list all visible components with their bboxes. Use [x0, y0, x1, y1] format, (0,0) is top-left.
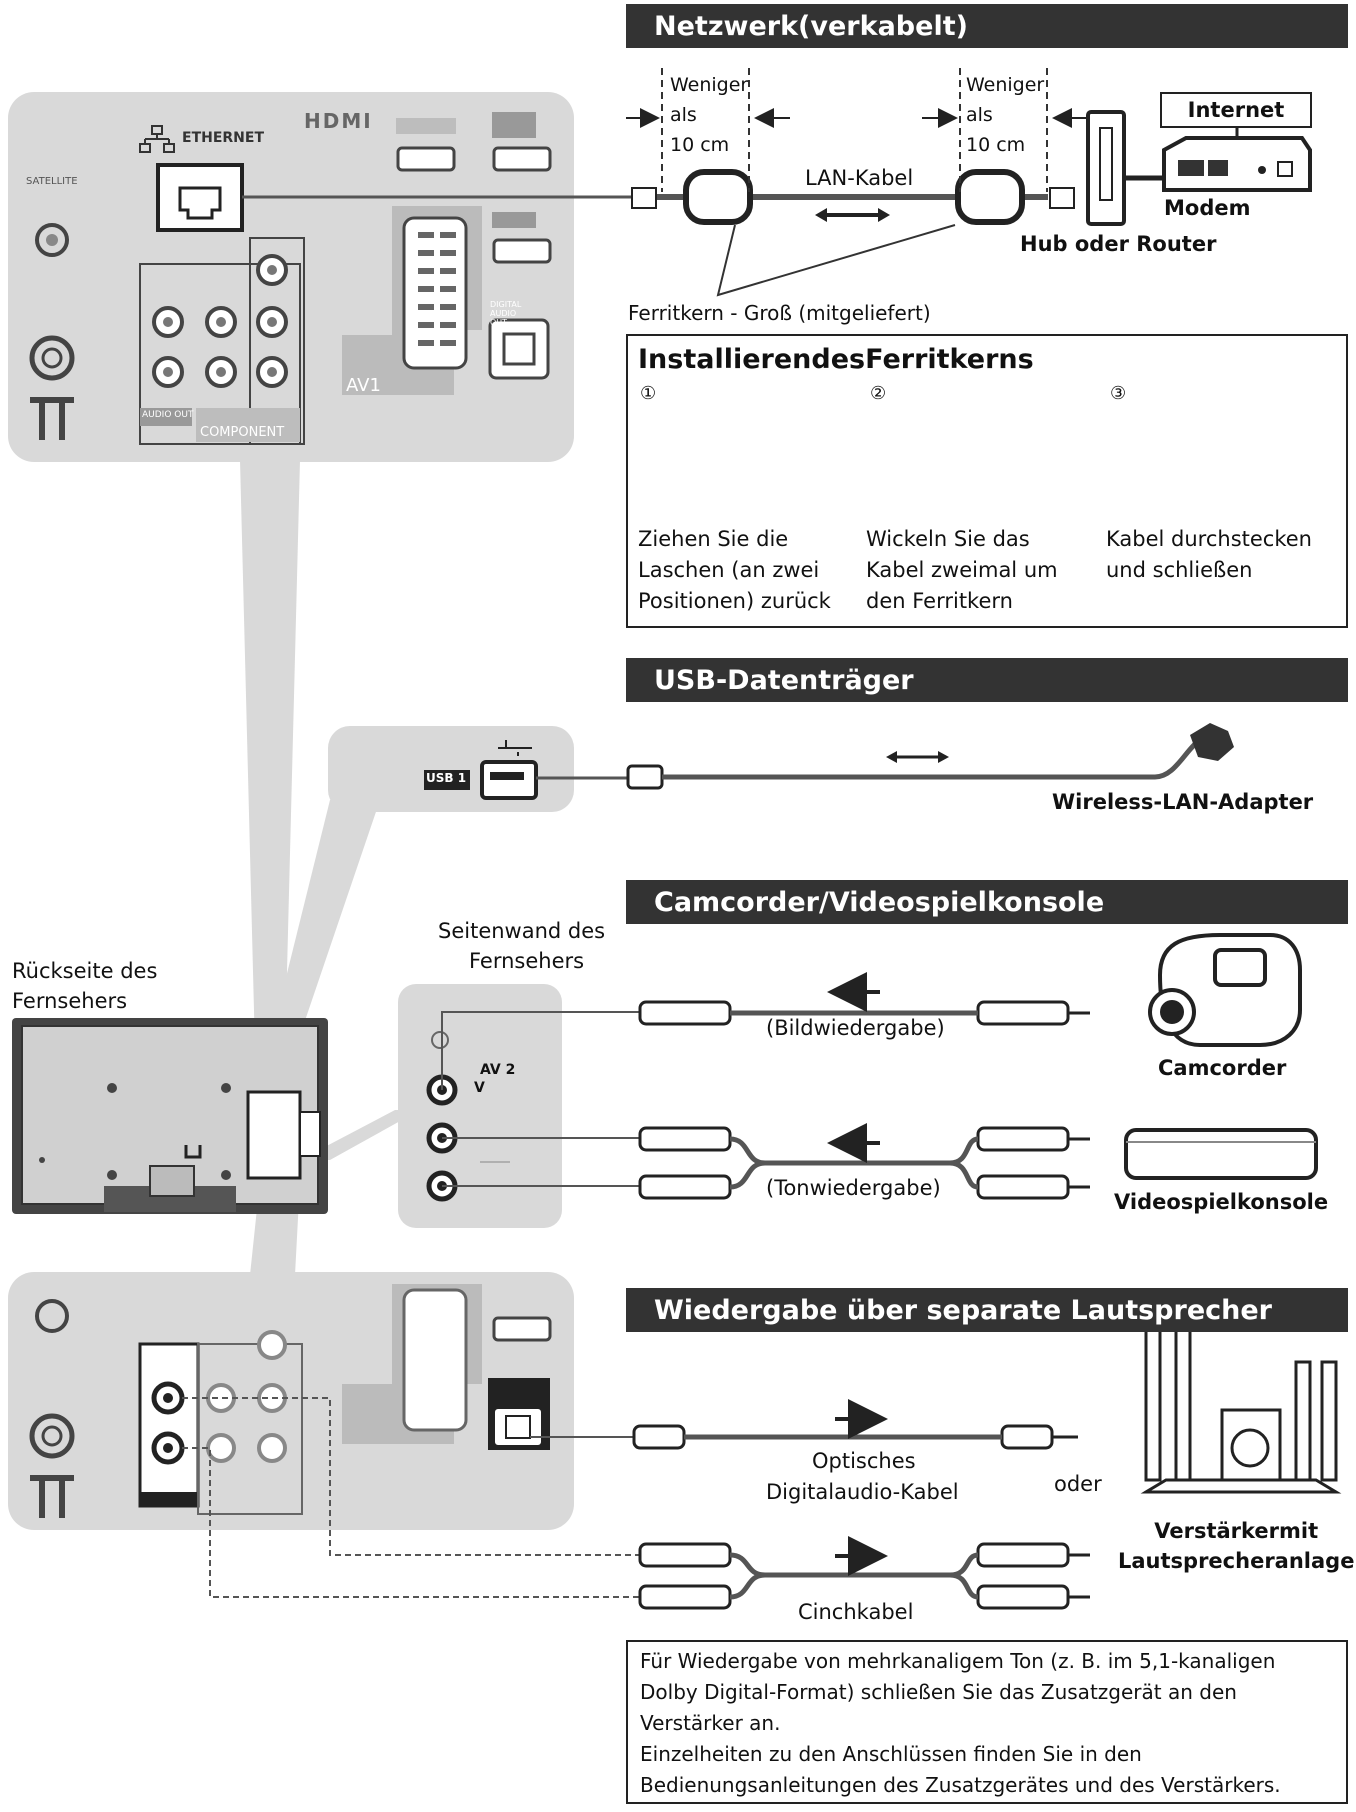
satellite-label: SATELLITE — [26, 176, 78, 187]
multichannel-note: Für Wiedergabe von mehrkanaligem Ton (z.… — [626, 1640, 1348, 1804]
digital-audio-out-label: DIGITAL AUDIO OUT — [490, 300, 522, 328]
ferrite-label: Ferritkern - Groß (mitgeliefert) — [628, 301, 931, 325]
section-header-network: Netzwerk(verkabelt) — [626, 4, 1348, 48]
camcorder-label: Camcorder — [1158, 1056, 1287, 1080]
av1-label: AV1 — [346, 375, 381, 396]
game-console-icon — [1124, 1128, 1318, 1180]
usb-icon — [498, 740, 532, 756]
wireless-adapter-label: Wireless-LAN-Adapter — [1052, 790, 1314, 814]
ferrite-core-left — [683, 169, 753, 225]
modem-icon — [1162, 136, 1312, 192]
modem-label: Modem — [1164, 196, 1251, 220]
section-header-usb: USB-Datenträger — [626, 658, 1348, 702]
camcorder-icon — [1148, 933, 1302, 1047]
audio-playback-label: (Tonwiedergabe) — [766, 1176, 941, 1200]
av2-label: AV 2 — [480, 1062, 516, 1078]
usb-port-label: USB 1 — [426, 771, 467, 785]
tv-side-panel — [398, 984, 562, 1228]
tv-panel-top — [8, 92, 574, 462]
router-icon — [1086, 110, 1126, 226]
step-3-number: ③ — [1110, 383, 1127, 404]
hdmi-label: HDMI — [304, 109, 373, 133]
ethernet-port-icon — [156, 163, 244, 232]
video-playback-label: (Bildwiedergabe) — [766, 1016, 945, 1040]
step-2-number: ② — [870, 383, 887, 404]
wireless-adapter-icon — [1190, 723, 1234, 761]
console-label: Videospielkonsole — [1114, 1190, 1329, 1214]
ferrite-core-right — [955, 169, 1025, 225]
zoom-beam-top — [240, 460, 300, 1050]
section-header-camcorder: Camcorder/Videospielkonsole — [626, 880, 1348, 924]
zoom-beam-usb — [268, 800, 380, 1050]
zoom-beam-side — [300, 1110, 420, 1160]
audio-out-label: AUDIO OUT — [142, 410, 194, 420]
step-1-number: ① — [640, 383, 657, 404]
cinch-cable-label: Cinchkabel — [798, 1600, 914, 1624]
network-icon — [139, 125, 175, 153]
router-label: Hub oder Router — [1020, 232, 1217, 256]
ethernet-label: ETHERNET — [182, 130, 265, 146]
or-label: oder — [1054, 1472, 1102, 1496]
lan-cable-label: LAN-Kabel — [805, 166, 914, 190]
ferrite-title: InstallierendesFerritkerns — [638, 344, 1034, 375]
section-header-speakers: Wiedergabe über separate Lautsprecher — [626, 1288, 1348, 1332]
speaker-system-icon — [1140, 1320, 1342, 1494]
internet-box: Internet — [1160, 92, 1312, 128]
v-label: V — [474, 1080, 485, 1096]
antenna-icon — [30, 397, 74, 440]
rca-plugs-camcorder — [638, 1000, 1070, 1200]
component-label: COMPONENT — [200, 425, 285, 440]
ferrite-install-box — [626, 334, 1348, 628]
